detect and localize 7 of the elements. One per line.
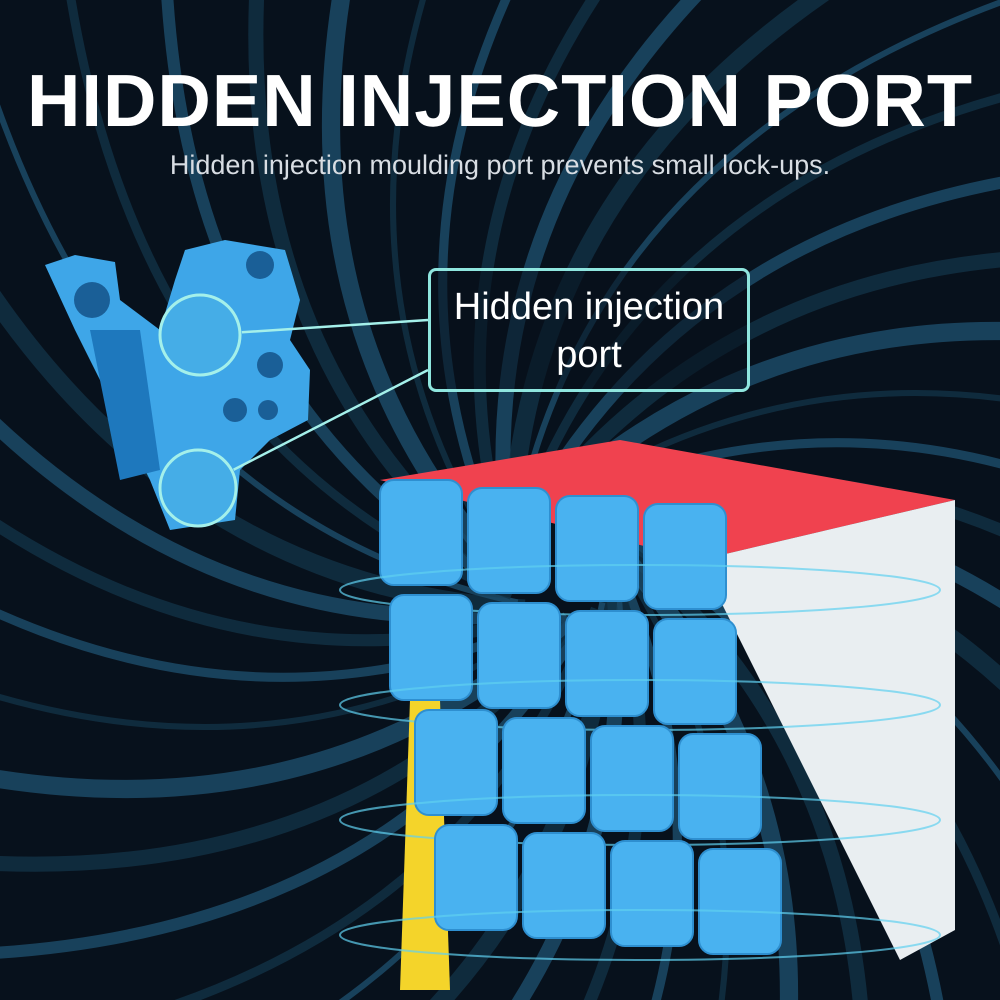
highlight-circle <box>158 448 238 528</box>
highlight-circle <box>158 293 242 377</box>
leader-line <box>233 368 429 471</box>
leader-line <box>242 318 428 334</box>
subtitle: Hidden injection moulding port prevents small lock-ups. <box>168 150 832 181</box>
callout-box: Hidden injection port <box>428 268 750 392</box>
title: HIDDEN INJECTION PORT <box>26 58 974 143</box>
